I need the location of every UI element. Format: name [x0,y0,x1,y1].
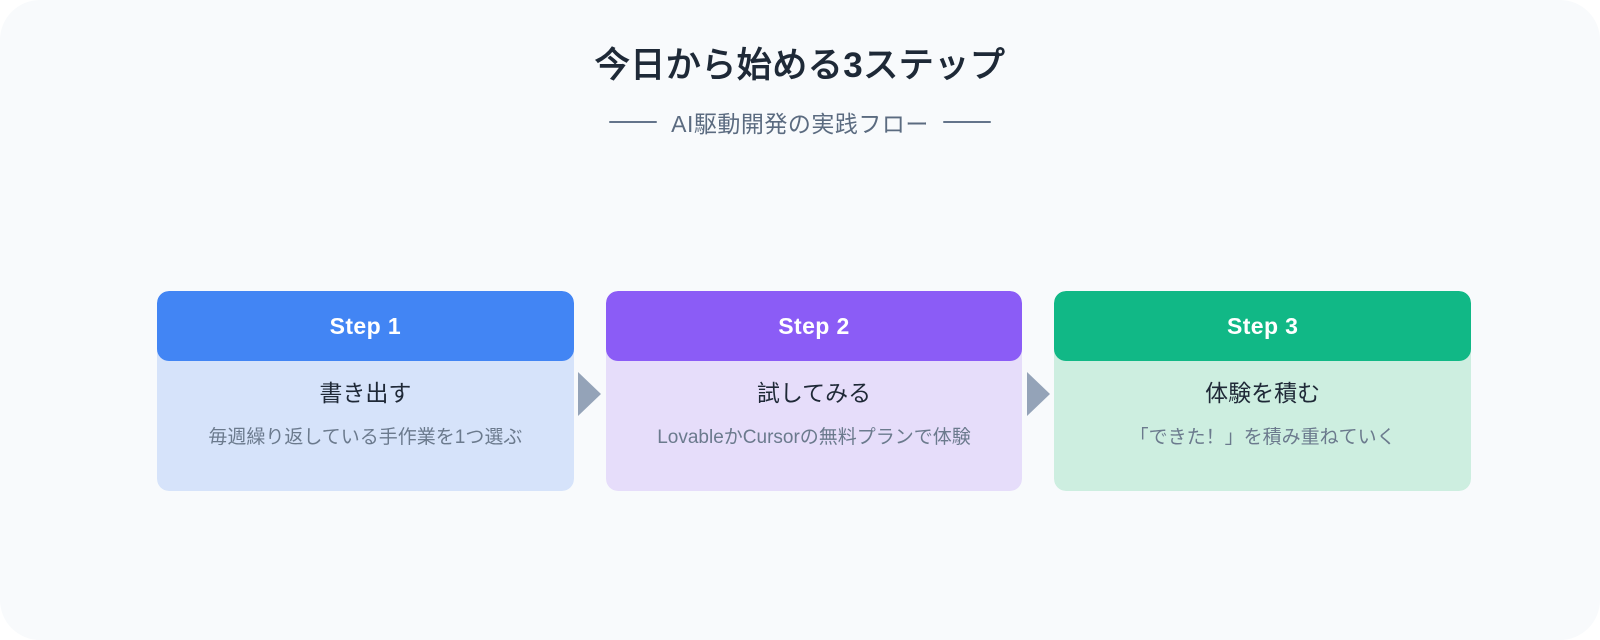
step-1-title: 書き出す [319,380,412,406]
connector-2 [1022,291,1054,491]
step-1-description: 毎週繰り返している手作業を1つ選ぶ [208,426,523,448]
dash-right-icon [942,120,991,123]
page-title: 今日から始める3ステップ [594,46,1006,85]
arrow-right-icon [1026,372,1050,416]
step-1-badge: Step 1 [329,312,402,339]
step-2-badge: Step 2 [778,312,850,339]
step-3-title: 体験を積む [1205,380,1321,406]
step-2-description: LovableかCursorの無料プランで体験 [657,426,971,448]
step-2-body: 試してみる LovableかCursorの無料プランで体験 [605,349,1023,491]
subtitle-row: AI駆動開発の実践フロー [0,105,1600,139]
step-flow: Step 1 書き出す 毎週繰り返している手作業を1つ選ぶ Step 2 試して… [157,291,1472,491]
step-card-2[interactable]: Step 2 試してみる LovableかCursorの無料プランで体験 [605,291,1023,491]
step-1-header: Step 1 [157,291,574,361]
step-3-header: Step 3 [1054,291,1472,361]
connector-1 [574,291,606,491]
step-2-header: Step 2 [605,291,1023,361]
page-subtitle: AI駆動開発の実践フロー [671,110,929,137]
step-3-body: 体験を積む 「できた！」を積み重ねていく [1054,349,1472,491]
arrow-right-icon [578,372,602,416]
step-card-3[interactable]: Step 3 体験を積む 「できた！」を積み重ねていく [1054,291,1472,491]
step-3-badge: Step 3 [1226,312,1299,339]
dash-left-icon [609,120,658,123]
step-2-title: 試してみる [756,380,872,406]
step-card-1[interactable]: Step 1 書き出す 毎週繰り返している手作業を1つ選ぶ [157,291,574,491]
step-3-description: 「できた！」を積み重ねていく [1129,426,1396,448]
slide-header: 今日から始める3ステップ AI駆動開発の実践フロー [0,44,1600,139]
step-1-body: 書き出す 毎週繰り返している手作業を1つ選ぶ [157,349,574,491]
